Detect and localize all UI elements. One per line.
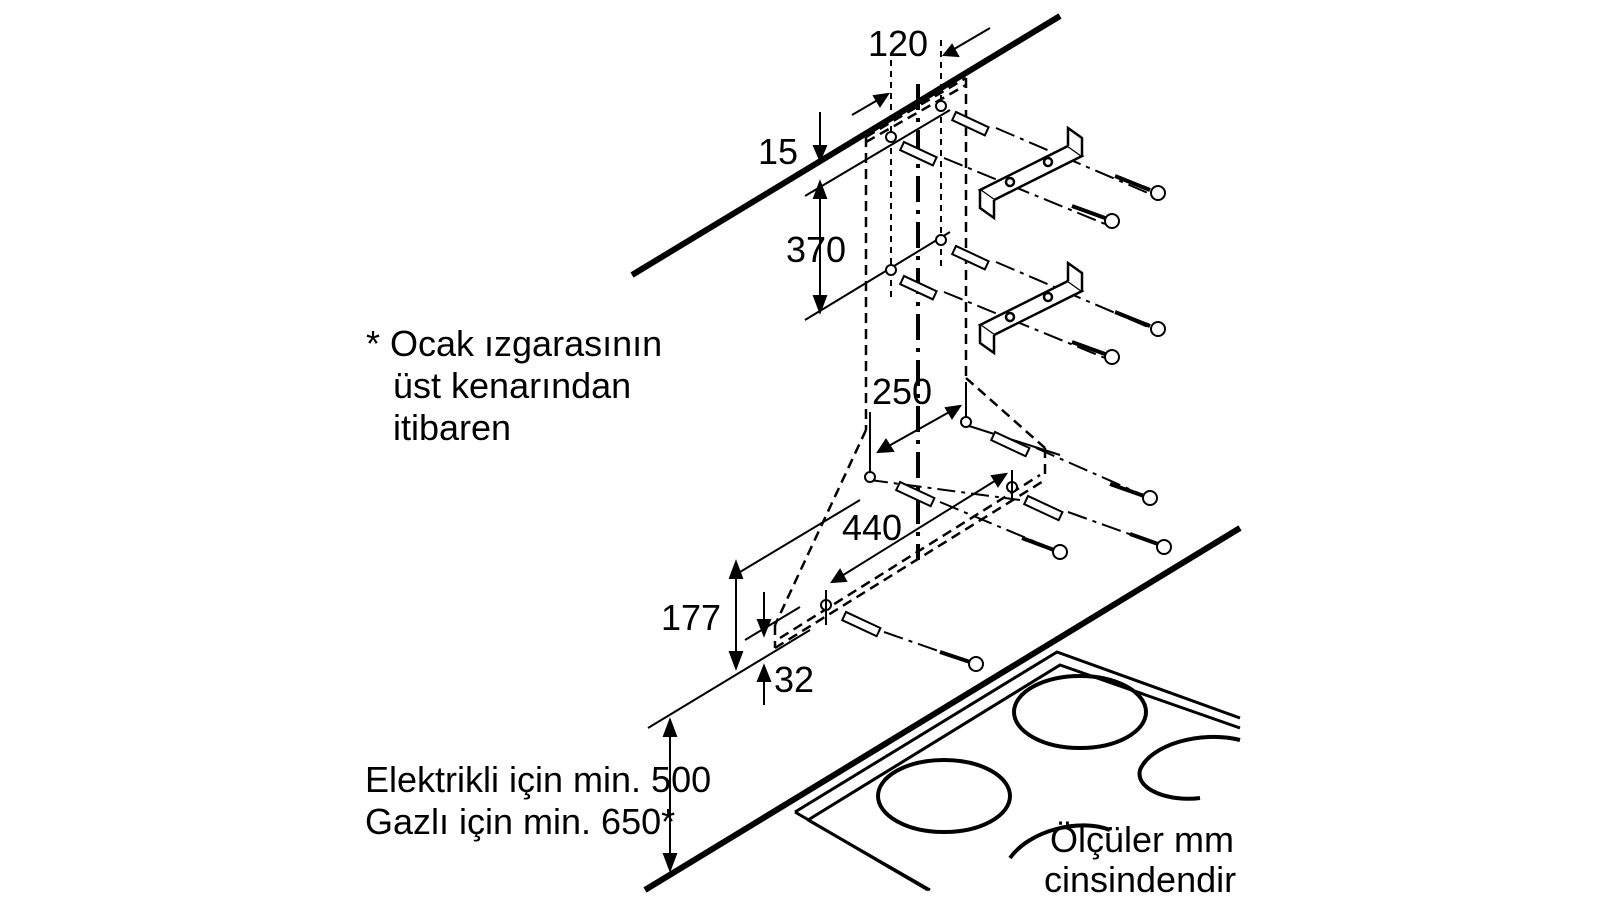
- hob-burner-back-left: [1012, 674, 1148, 750]
- hob-burner-front-left: [876, 758, 1012, 834]
- dimension-177: 177: [661, 597, 721, 638]
- note-line-1: * Ocak ızgarasının: [366, 323, 662, 364]
- note-line-3: itibaren: [393, 407, 511, 448]
- units-line-1: Ölçüler mm: [1050, 819, 1234, 860]
- dimension-370: 370: [786, 229, 846, 270]
- dimension-120: 120: [868, 23, 928, 64]
- hob-countertop: [643, 525, 1242, 893]
- note-line-2: üst kenarından: [393, 365, 631, 406]
- units-line-2: cinsindendir: [1044, 859, 1236, 900]
- clearance-gas: Gazlı için min. 650*: [365, 801, 675, 842]
- hob-burner-right: [1137, 734, 1241, 801]
- screws-lower: [939, 482, 1172, 672]
- screw: [1114, 310, 1166, 337]
- screw: [1071, 340, 1120, 365]
- dimension-250: 250: [872, 371, 932, 412]
- screws-upper: [1071, 174, 1166, 365]
- upper-mounting: [804, 40, 1156, 359]
- screw: [1114, 174, 1166, 201]
- dimension-440: 440: [842, 507, 902, 548]
- dimension-15: 15: [758, 131, 798, 172]
- clearance-electric: Elektrikli için min. 500: [365, 759, 711, 800]
- wall-plug: [898, 110, 990, 301]
- screw: [1071, 204, 1120, 229]
- hob-burner-front-right: [1008, 823, 1111, 860]
- dimension-lines: [647, 27, 1009, 873]
- lower-mounting: [820, 382, 1172, 672]
- dimension-32: 32: [774, 659, 814, 700]
- mounting-bracket-upper: [977, 125, 1085, 221]
- ceiling-line: [630, 13, 1062, 278]
- mounting-bracket-lower: [977, 260, 1085, 356]
